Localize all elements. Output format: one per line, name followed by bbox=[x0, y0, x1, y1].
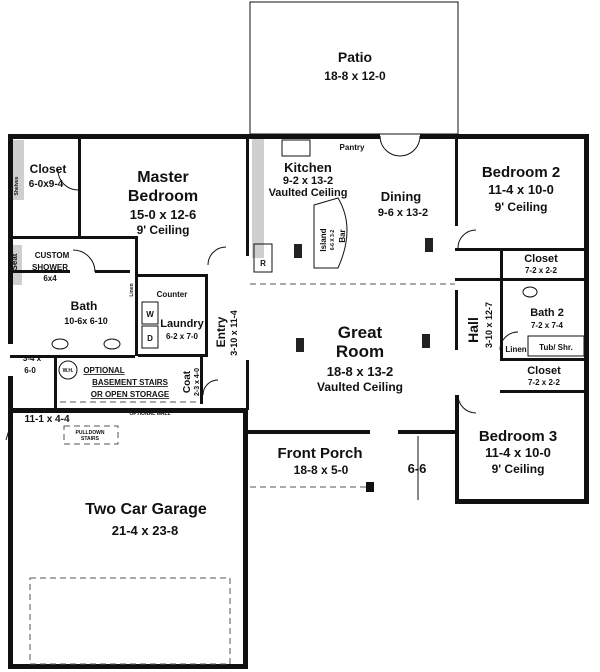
porch-dim: 18-8 x 5-0 bbox=[294, 463, 349, 477]
closet-b3-label: Closet bbox=[527, 365, 561, 377]
entry-label: Entry bbox=[214, 316, 228, 347]
water-heater-label: W.H. bbox=[63, 368, 74, 374]
porch-depth: 6-6 bbox=[408, 461, 427, 476]
pulldown-line-2: STAIRS bbox=[81, 436, 100, 442]
coat-dim: 2-3 x 4-0 bbox=[194, 368, 201, 396]
stairs-line-3: OR OPEN STORAGE bbox=[91, 390, 170, 399]
shower-label-1: CUSTOM bbox=[35, 251, 70, 260]
great-room-label-2: Room bbox=[336, 342, 384, 361]
garage-side-dim: 11-1 x 4-4 bbox=[24, 414, 69, 425]
washer-label: W bbox=[146, 310, 154, 319]
stairs-line-2: BASEMENT STAIRS bbox=[92, 378, 169, 387]
master-ceiling: 9' Ceiling bbox=[137, 223, 190, 237]
porch-label: Front Porch bbox=[278, 445, 363, 462]
pulldown-stairs-outline bbox=[63, 425, 119, 445]
tub-label: Tub/ Shr. bbox=[539, 343, 573, 352]
bedroom3-ceiling: 9' Ceiling bbox=[492, 462, 545, 476]
closet-shelf-hatch bbox=[12, 140, 24, 200]
bath2-tub bbox=[527, 335, 585, 357]
coat-label: Coat bbox=[182, 370, 193, 393]
kitchen-dim: 9-2 x 13-2 bbox=[283, 175, 333, 187]
porch-post bbox=[366, 482, 374, 492]
great-room-dim: 18-8 x 13-2 bbox=[327, 364, 394, 379]
bedroom2-label: Bedroom 2 bbox=[482, 164, 560, 181]
shower-label-2: SHOWER bbox=[32, 263, 68, 272]
laundry-dim: 6-2 x 7-0 bbox=[166, 332, 199, 341]
master-sink-left bbox=[51, 338, 69, 350]
garage-dim: 21-4 x 23-8 bbox=[112, 523, 179, 538]
bedroom2-dim: 11-4 x 10-0 bbox=[488, 182, 554, 197]
bedroom3-label: Bedroom 3 bbox=[479, 428, 557, 445]
island-label: Island bbox=[319, 228, 328, 251]
master-linen-label: Linen bbox=[129, 283, 135, 296]
dryer bbox=[141, 325, 159, 349]
bedroom3-dim: 11-4 x 10-0 bbox=[485, 445, 551, 460]
pantry-label: Pantry bbox=[340, 143, 365, 152]
dining-label: Dining bbox=[381, 189, 421, 204]
dryer-label: D bbox=[147, 334, 153, 343]
shower-hatch bbox=[12, 245, 22, 285]
small-room-dim: 6-0 bbox=[24, 366, 36, 375]
bar-label: Bar bbox=[338, 229, 347, 242]
kitchen-ceiling: Vaulted Ceiling bbox=[269, 187, 348, 199]
bath2-linen-label: Linen bbox=[505, 345, 526, 354]
seat-label: Seat bbox=[10, 253, 19, 270]
kitchen-label: Kitchen bbox=[284, 160, 332, 175]
interior-walls bbox=[10, 136, 588, 410]
laundry-label: Laundry bbox=[160, 318, 204, 330]
master-label-1: Master bbox=[137, 169, 189, 186]
patio-outline bbox=[249, 1, 459, 135]
range bbox=[253, 243, 273, 273]
pulldown-line-1: PULLDOWN bbox=[76, 430, 105, 436]
master-dim: 15-0 x 12-6 bbox=[130, 207, 197, 222]
kitchen-island bbox=[313, 197, 348, 269]
dining-dim: 9-6 x 13-2 bbox=[378, 207, 428, 219]
small-room-label: 3-4 x bbox=[23, 354, 42, 363]
range-label: R bbox=[260, 259, 266, 268]
ceiling-fan-markers bbox=[294, 238, 433, 352]
hall-label: Hall bbox=[465, 317, 481, 343]
closet-b2-dim: 7-2 x 2-2 bbox=[525, 266, 558, 275]
master-bath-dim: 10-6x 6-10 bbox=[64, 316, 108, 326]
garage-label: Two Car Garage bbox=[85, 501, 207, 518]
shower-dim: 6x4 bbox=[43, 274, 57, 283]
kitchen-sink bbox=[281, 139, 311, 157]
kitchen-counter-hatch bbox=[252, 138, 264, 258]
optional-wall-label: OPTIONAL WALL bbox=[129, 411, 170, 417]
closet-b3-dim: 7-2 x 2-2 bbox=[528, 378, 561, 387]
bath2-dim: 7-2 x 7-4 bbox=[531, 321, 564, 330]
water-heater bbox=[58, 360, 78, 380]
master-sink-right bbox=[103, 338, 121, 350]
garage-door bbox=[29, 577, 231, 665]
bath2-sink bbox=[522, 286, 538, 298]
counter-label: Counter bbox=[157, 290, 188, 299]
master-closet-dim: 6-0x9-4 bbox=[29, 179, 64, 190]
closet-b2-label: Closet bbox=[524, 253, 558, 265]
patio-dim: 18-8 x 12-0 bbox=[324, 69, 386, 83]
hall-dim: 3-10 x 12-7 bbox=[484, 302, 494, 348]
master-bath-label: Bath bbox=[71, 299, 98, 313]
washer bbox=[141, 301, 159, 325]
bath2-label: Bath 2 bbox=[530, 307, 564, 319]
master-label-2: Bedroom bbox=[128, 188, 198, 205]
entry-dim: 3-10 x 11-4 bbox=[229, 310, 239, 356]
door-swings bbox=[5, 135, 519, 441]
master-closet-label: Closet bbox=[30, 162, 67, 176]
island-dim: 6-6 X 3-2 bbox=[330, 230, 336, 251]
great-room-label-1: Great bbox=[338, 323, 383, 342]
bedroom2-ceiling: 9' Ceiling bbox=[495, 200, 548, 214]
patio-label: Patio bbox=[338, 49, 372, 65]
shelves-label: Shelves bbox=[14, 176, 20, 195]
stairs-line-1: OPTIONAL bbox=[83, 366, 124, 375]
great-room-ceiling: Vaulted Ceiling bbox=[317, 380, 403, 394]
